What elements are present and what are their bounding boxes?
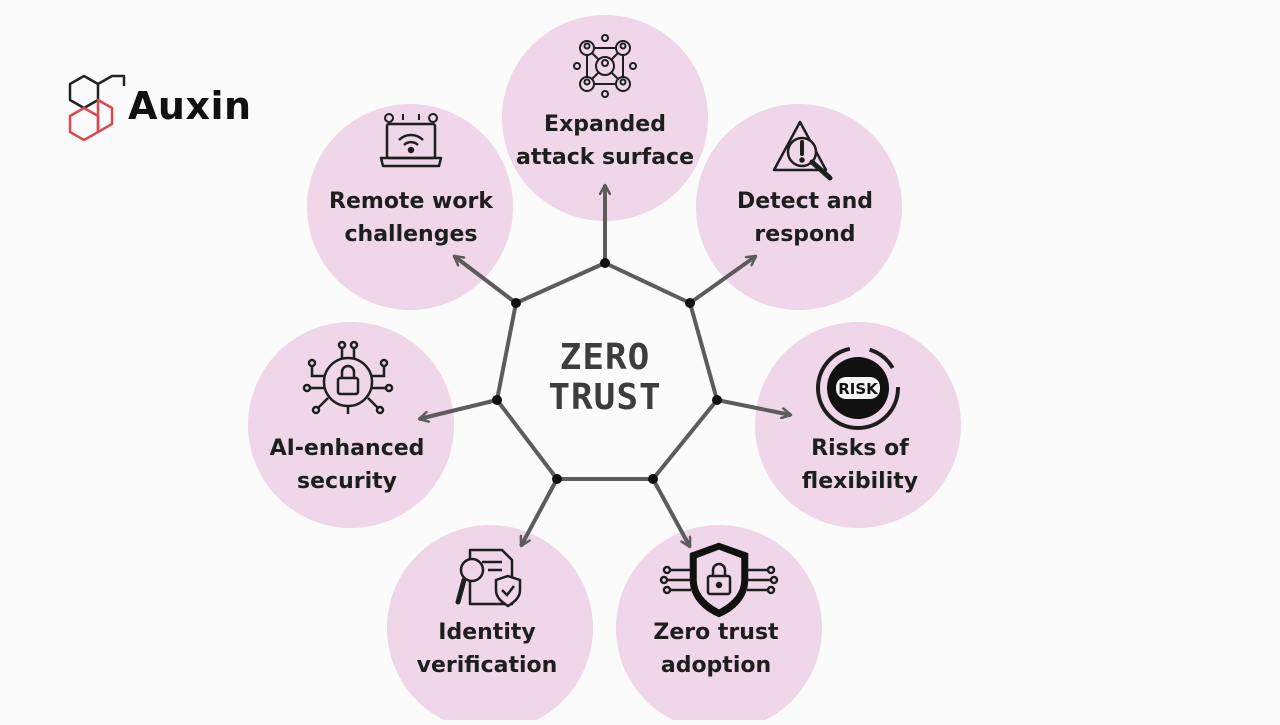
node-circle-risks-of-flexibility: [755, 322, 961, 528]
arrow-to-ai-enhanced-security: [419, 398, 498, 419]
vertex-dot: [511, 298, 521, 308]
node-label-zero-trust-adoption: Zero trust adoption: [616, 616, 816, 682]
shield-lock-circuit-icon: [659, 542, 779, 618]
node-label-line2: respond: [754, 222, 856, 247]
node-label-line2: verification: [416, 653, 558, 678]
node-circle-identity-verification: [387, 525, 593, 725]
vertex-dots: [492, 258, 722, 484]
node-label-expanded-attack-surface: Expanded attack surface: [505, 108, 705, 174]
node-label-line2: attack surface: [515, 145, 695, 170]
center-title-line1: ZERO: [559, 337, 651, 378]
network-people-icon: [573, 34, 637, 98]
node-circle-zero-trust-adoption: [616, 525, 822, 725]
node-circle-ai-enhanced-security: [248, 322, 454, 528]
vertex-dot: [712, 395, 722, 405]
node-label-line2: challenges: [344, 222, 478, 247]
hexagon-molecule-icon: [68, 74, 126, 142]
arrow-to-detect-and-respond: [688, 254, 756, 305]
node-label-detect-and-respond: Detect and respond: [705, 185, 905, 251]
warning-magnifier-icon: [772, 120, 833, 181]
vertex-dot: [685, 298, 695, 308]
center-title: ZERO TRUST: [530, 338, 680, 418]
node-label-line1: AI-enhanced: [269, 436, 425, 461]
node-label-line2: security: [297, 469, 397, 494]
svg-text:RISK: RISK: [838, 380, 879, 398]
arrow-to-risks-of-flexibility: [716, 398, 791, 415]
node-label-line2: flexibility: [801, 469, 919, 494]
node-label-line1: Risks of: [811, 436, 909, 461]
node-label-ai-enhanced-security: AI-enhanced security: [247, 432, 447, 498]
risk-gauge-icon: RISK: [816, 346, 900, 430]
center-title-line2: TRUST: [548, 377, 662, 418]
node-label-line1: Detect and: [736, 189, 874, 214]
brand-name: Auxin: [128, 84, 252, 128]
arrow-to-zero-trust-adoption: [651, 478, 692, 547]
node-label-line1: Zero trust: [653, 620, 779, 645]
vertex-dot: [492, 395, 502, 405]
arrow-to-remote-work-challenges: [454, 254, 518, 305]
center-heptagon: [495, 261, 719, 481]
node-label-line1: Identity: [438, 620, 536, 645]
node-label-identity-verification: Identity verification: [387, 616, 587, 682]
laptop-wifi-icon: [379, 113, 443, 168]
arrow-to-identity-verification: [519, 478, 559, 546]
node-label-risks-of-flexibility: Risks of flexibility: [760, 432, 960, 498]
vertex-dot: [600, 258, 610, 268]
node-label-remote-work-challenges: Remote work challenges: [311, 185, 511, 251]
node-circle-expanded-attack-surface: [502, 15, 708, 221]
vertex-dot: [648, 474, 658, 484]
document-search-shield-icon: [455, 548, 522, 608]
node-label-line1: Expanded: [544, 112, 666, 137]
node-label-line2: adoption: [660, 653, 772, 678]
vertex-dot: [552, 474, 562, 484]
circuit-lock-icon: [302, 340, 394, 415]
node-label-line1: Remote work: [329, 189, 493, 214]
